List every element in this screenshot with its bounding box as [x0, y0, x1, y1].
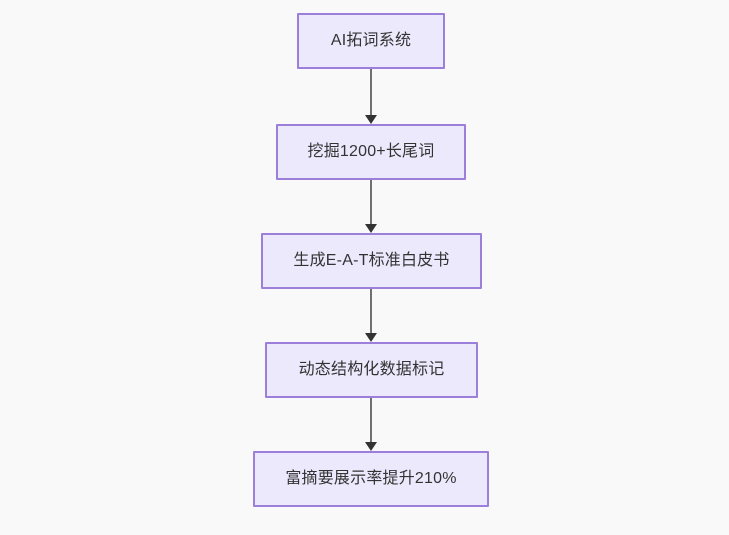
flow-node-label: 富摘要展示率提升210% [285, 470, 457, 488]
connector-line [370, 180, 372, 225]
flow-node-label: 生成E-A-T标准白皮书 [293, 252, 450, 270]
flow-connector-arrow-2 [364, 180, 378, 233]
flow-node-label: 动态结构化数据标记 [298, 361, 445, 379]
flow-node-label: 挖掘1200+长尾词 [307, 143, 435, 161]
flow-node-rich-snippet-impression-lift[interactable]: 富摘要展示率提升210% [253, 451, 489, 507]
arrowhead-down-icon [365, 115, 377, 124]
flow-connector-arrow-3 [364, 289, 378, 342]
flow-node-mine-longtail-keywords[interactable]: 挖掘1200+长尾词 [276, 124, 466, 180]
connector-line [370, 69, 372, 116]
connector-line [370, 289, 372, 334]
flow-node-ai-keyword-system[interactable]: AI拓词系统 [297, 13, 445, 69]
flow-node-dynamic-structured-data-markup[interactable]: 动态结构化数据标记 [265, 342, 478, 398]
flow-node-label: AI拓词系统 [330, 32, 412, 50]
connector-line [370, 398, 372, 443]
flow-node-generate-eat-whitepaper[interactable]: 生成E-A-T标准白皮书 [261, 233, 482, 289]
arrowhead-down-icon [365, 224, 377, 233]
flow-connector-arrow-4 [364, 398, 378, 451]
flow-connector-arrow-1 [364, 69, 378, 124]
arrowhead-down-icon [365, 333, 377, 342]
arrowhead-down-icon [365, 442, 377, 451]
